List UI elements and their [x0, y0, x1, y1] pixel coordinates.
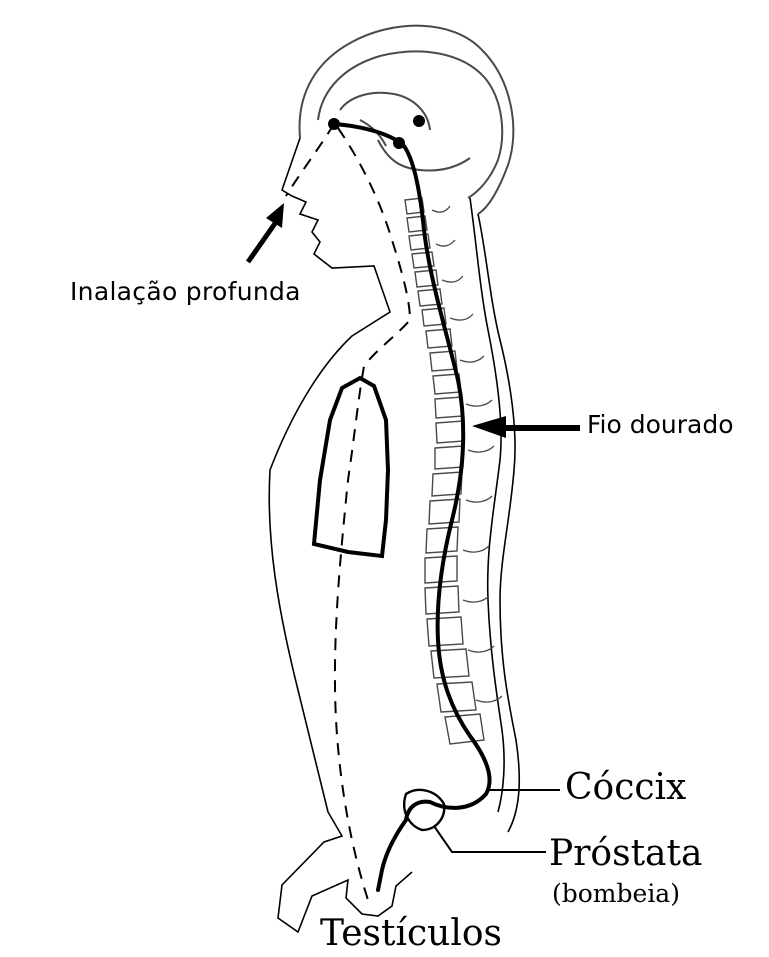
- coccyx-label: Cóccix: [565, 767, 687, 808]
- inhalation-arrow: [245, 203, 284, 264]
- prostate-leader-line: [433, 825, 546, 853]
- lung-outline: [311, 375, 391, 559]
- inhalation-label: Inalação profunda: [70, 277, 301, 306]
- prostate-note-label: (bombeia): [552, 879, 680, 908]
- golden-thread-label: Fio dourado: [587, 410, 734, 439]
- body-outline: [268, 137, 521, 934]
- spine-vertebrae: [404, 197, 485, 745]
- head-point-top: [413, 115, 425, 127]
- prostate-label: Próstata: [549, 833, 703, 874]
- prostate-shape: [403, 788, 446, 832]
- testicles-label: Testículos: [320, 913, 502, 954]
- golden-thread-arrow: [472, 416, 580, 438]
- head-point-front: [328, 118, 340, 130]
- golden-thread-line: [332, 122, 492, 892]
- spinous-processes: [431, 205, 503, 703]
- head-point-back: [393, 137, 405, 149]
- front-channel-dashed-line: [285, 123, 412, 901]
